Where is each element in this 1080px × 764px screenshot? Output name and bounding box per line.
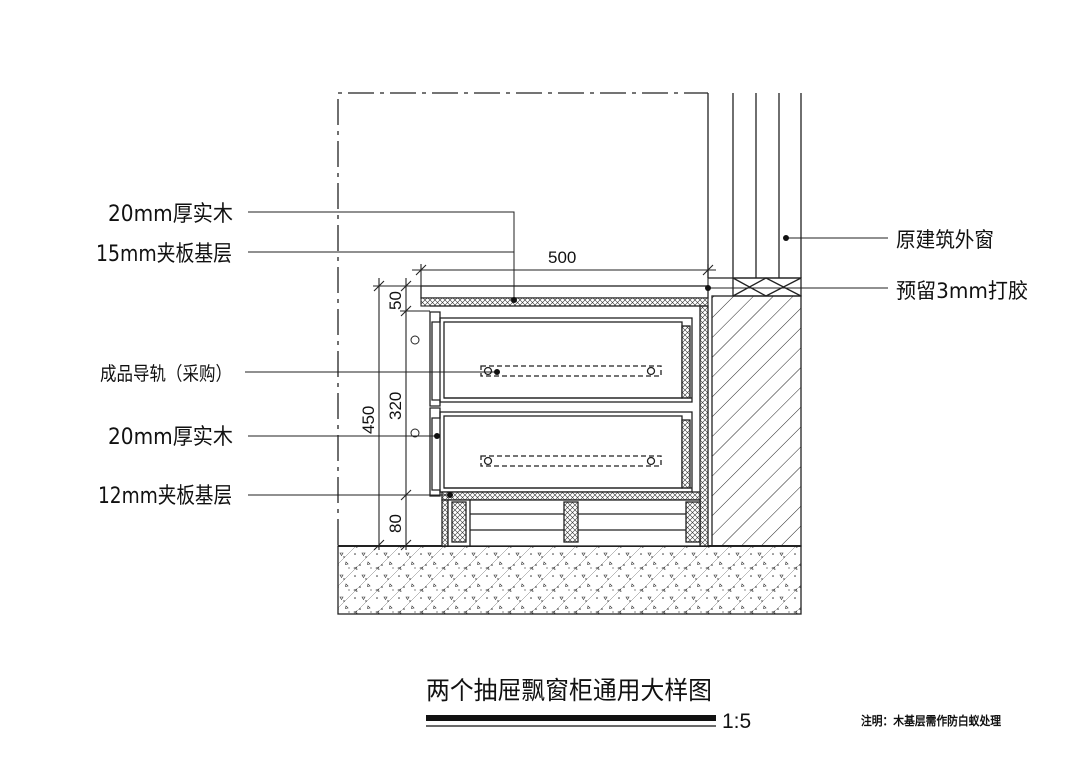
dim-base: 80 — [386, 514, 405, 533]
leader-lines — [245, 211, 888, 496]
drawing-title: 两个抽屉飘窗柜通用大样图 — [426, 676, 712, 705]
floor-slab — [337, 545, 802, 615]
label-mid-solid-wood: 20mm厚实木 — [108, 425, 233, 450]
label-top-solid-wood: 20mm厚实木 — [108, 202, 233, 227]
countertop — [420, 285, 709, 307]
wall-section — [711, 295, 802, 547]
leader-dots — [434, 235, 789, 498]
drawer-lower — [429, 407, 693, 497]
label-window: 原建筑外窗 — [896, 228, 994, 252]
drawer-upper — [429, 311, 693, 407]
label-top-plywood: 15mm夹板基层 — [96, 242, 232, 267]
cabinet-body — [430, 305, 709, 547]
room-outline — [337, 92, 708, 545]
cabinet-base — [441, 491, 701, 547]
drawing-scale: 1:5 — [722, 710, 751, 733]
drawer-pulls — [410, 335, 420, 438]
dim-top: 50 — [386, 291, 405, 310]
label-sealant-gap: 预留3mm打胶 — [896, 279, 1028, 303]
label-rail: 成品导轨（采购） — [100, 363, 232, 385]
drawing-note: 注明：木基层需作防白蚁处理 — [861, 713, 1001, 728]
dim-width: 500 — [548, 248, 576, 267]
title-underline — [426, 715, 716, 721]
label-bottom-plywood: 12mm夹板基层 — [98, 484, 232, 509]
window-frame — [707, 93, 802, 297]
dim-drawers: 320 — [386, 392, 405, 420]
dim-overall-height: 450 — [359, 406, 378, 434]
